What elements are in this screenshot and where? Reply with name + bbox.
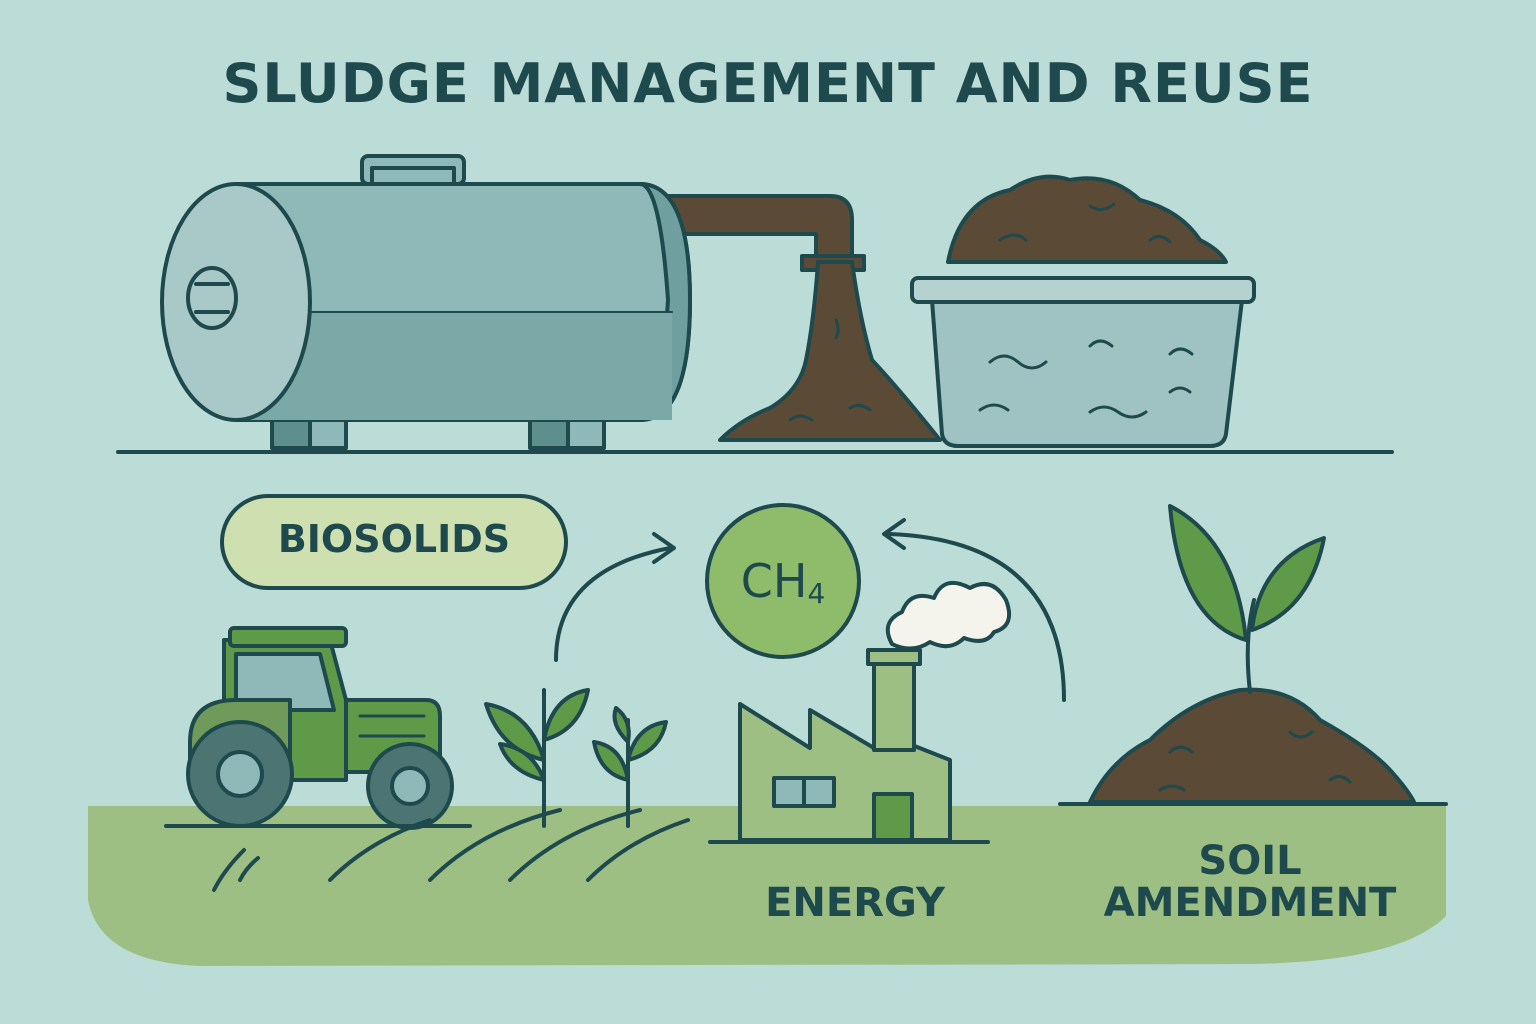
soil-pile-icon (1058, 687, 1448, 806)
sludge-container-icon (910, 174, 1256, 448)
soil-amendment-label: SOIL AMENDMENT (1103, 838, 1397, 926)
crop-icon (484, 688, 668, 828)
sprout-icon (1168, 504, 1326, 694)
storage-tank-icon (160, 154, 692, 450)
biosolids-pill (220, 494, 568, 590)
methane-subscript: 4 (807, 576, 826, 610)
biosolids-label: BIOSOLIDS (277, 517, 511, 561)
sludge-pile-icon (718, 260, 942, 442)
arrow-icon (554, 518, 1066, 702)
factory-icon (708, 648, 990, 844)
tractor-icon (164, 626, 472, 830)
ground-field (88, 806, 1446, 966)
diagram-title: SLUDGE MANAGEMENT AND REUSE (222, 52, 1314, 115)
energy-label: ENERGY (765, 880, 945, 926)
methane-circle (705, 503, 861, 659)
methane-formula: CH (740, 554, 808, 608)
field-furrows-icon (212, 808, 690, 892)
smoke-icon (885, 580, 1011, 651)
